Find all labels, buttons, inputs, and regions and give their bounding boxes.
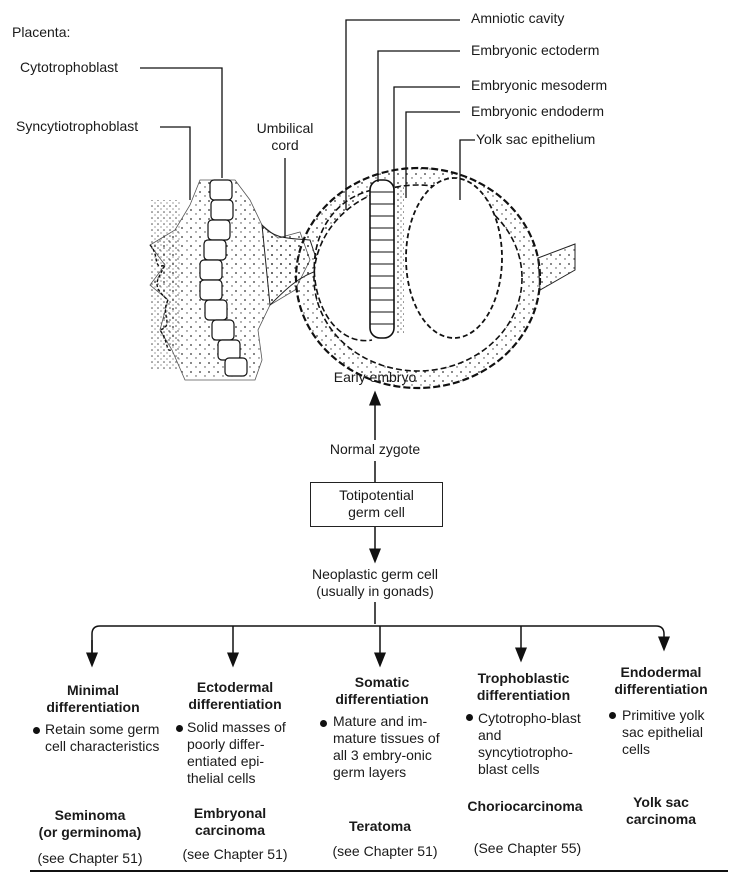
- tumor-name: Embryonal carcinoma: [160, 805, 300, 839]
- column-title: Somatic differentiation: [312, 674, 452, 708]
- umbilical-cord-label: Umbilical cord: [245, 120, 325, 154]
- column-bullet: Retain some germ cell characteristics: [45, 721, 160, 755]
- bullet-dot: [176, 725, 183, 732]
- bullet-dot: [320, 720, 327, 727]
- bullet-dot: [609, 712, 616, 719]
- embryonic-mesoderm-label: Embryonic mesoderm: [471, 77, 607, 94]
- early-embryo-label: Early embryo: [300, 369, 450, 386]
- yolk-sac-epithelium-label: Yolk sac epithelium: [476, 131, 595, 148]
- germ-cell-box-text: Totipotential germ cell: [311, 487, 442, 521]
- neoplastic-germ-cell-label: Neoplastic germ cell (usually in gonads): [270, 566, 480, 600]
- tumor-name: Seminoma (or germinoma): [20, 807, 160, 841]
- column-title: Endodermal differentiation: [596, 664, 726, 698]
- column-bullet: Solid masses of poorly differ-entiated e…: [187, 719, 299, 787]
- amniotic-cavity-label: Amniotic cavity: [471, 10, 564, 27]
- yolk-sac: [406, 178, 502, 338]
- bullet-dot: [33, 727, 40, 734]
- column-bullet: Mature and im-mature tissues of all 3 em…: [333, 713, 445, 781]
- embryonic-ectoderm-label: Embryonic ectoderm: [471, 42, 599, 59]
- placenta-heading: Placenta:: [12, 24, 70, 41]
- chapter-ref: (see Chapter 51): [310, 843, 460, 860]
- bullet-dot: [466, 714, 473, 721]
- tumor-name: Teratoma: [310, 818, 450, 835]
- cytotrophoblast-label: Cytotrophoblast: [20, 59, 118, 76]
- chapter-ref: (see Chapter 51): [20, 850, 160, 867]
- chapter-ref: (see Chapter 51): [160, 846, 310, 863]
- column-bullet: Primitive yolk sac epithelial cells: [622, 707, 722, 758]
- normal-zygote-label: Normal zygote: [300, 441, 450, 458]
- chapter-ref: (See Chapter 55): [455, 840, 600, 857]
- tumor-name: Choriocarcinoma: [455, 798, 595, 815]
- tumor-name: Yolk sac carcinoma: [596, 794, 726, 828]
- embryonic-endoderm-label: Embryonic endoderm: [471, 103, 604, 120]
- embryonic-disc: [370, 180, 404, 338]
- flow-arrows: [92, 398, 664, 664]
- column-title: Minimal differentiation: [28, 682, 158, 716]
- column-title: Trophoblastic differentiation: [456, 670, 591, 704]
- column-bullet: Cytotropho-blast and syncytiotropho-blas…: [478, 710, 583, 778]
- germ-cell-box: Totipotential germ cell: [310, 482, 443, 527]
- column-title: Ectodermal differentiation: [165, 679, 305, 713]
- syncytiotrophoblast-label: Syncytiotrophoblast: [16, 118, 138, 135]
